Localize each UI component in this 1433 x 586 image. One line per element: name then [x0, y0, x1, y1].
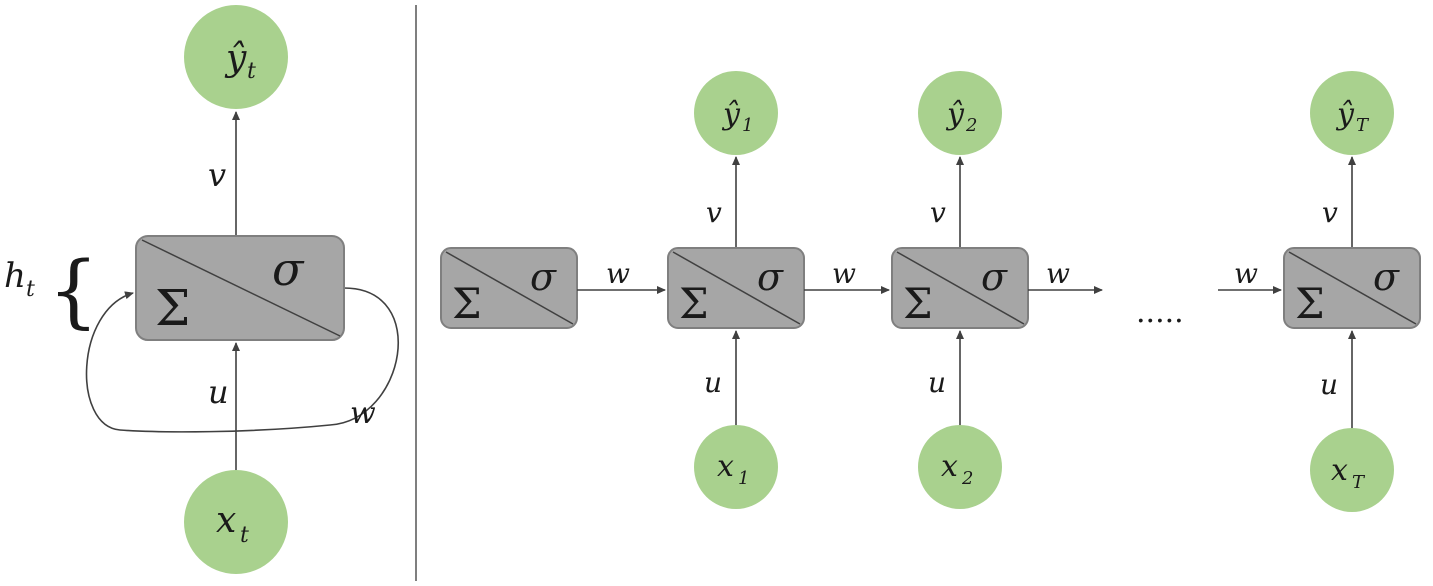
- folded-input-node: [184, 470, 288, 574]
- step1-output-label: ŷ: [721, 97, 741, 132]
- folded-hidden-subscript: t: [26, 277, 35, 302]
- folded-rnn: ŷ t v h t { w Σ σ u x t: [4, 5, 400, 574]
- w-label-2: w: [1046, 257, 1070, 290]
- step1-input-node: [694, 425, 778, 509]
- folded-u-label: u: [208, 373, 229, 411]
- folded-v-label: v: [208, 156, 226, 194]
- step2-activation-symbol: σ: [981, 255, 1008, 299]
- folded-hidden-label: h: [4, 256, 26, 296]
- folded-input-label: x: [216, 500, 236, 541]
- time-step-2: ŷ 2 v Σ σ u x 2 w: [891, 71, 1103, 509]
- time-step-1: ŷ 1 v Σ σ u x 1 w: [667, 71, 890, 509]
- folded-w-label: w: [350, 396, 376, 431]
- stepT-input-node: [1310, 428, 1394, 512]
- initial-activation-symbol: σ: [530, 255, 557, 299]
- stepT-activation-symbol: σ: [1373, 255, 1400, 299]
- stepT-input-label: x: [1331, 453, 1348, 488]
- step2-input-node: [918, 425, 1002, 509]
- stepT-u-label: u: [1320, 368, 1338, 401]
- unfolded-rnn: Σ σ w ŷ 1 v Σ σ u x 1 w ŷ 2: [440, 71, 1421, 512]
- w-label-0: w: [606, 257, 630, 290]
- step1-output-node: [694, 71, 778, 155]
- step2-v-label: v: [930, 196, 946, 229]
- initial-sum-symbol: Σ: [452, 279, 482, 328]
- step2-output-label: ŷ: [945, 97, 965, 132]
- step1-input-subscript: 1: [738, 468, 749, 489]
- hidden-brace: {: [48, 244, 99, 337]
- step1-output-subscript: 1: [742, 115, 753, 136]
- folded-input-subscript: t: [240, 523, 249, 548]
- stepT-input-subscript: T: [1352, 472, 1366, 493]
- time-step-T: ŷ T v Σ σ u x T: [1283, 71, 1421, 512]
- folded-sum-symbol: Σ: [155, 279, 190, 337]
- step1-v-label: v: [706, 196, 722, 229]
- stepT-output-node: [1310, 71, 1394, 155]
- folded-recurrent-loop: [85, 287, 400, 433]
- w-label-1: w: [832, 257, 856, 290]
- folded-output-node: [184, 5, 288, 109]
- step1-sum-symbol: Σ: [679, 279, 709, 328]
- step1-u-label: u: [704, 366, 722, 399]
- ellipsis: .....: [1136, 295, 1184, 330]
- folded-output-label: ŷ: [224, 38, 247, 79]
- step1-activation-symbol: σ: [757, 255, 784, 299]
- w-label-3: w: [1234, 257, 1258, 290]
- folded-cell-divider: [141, 239, 341, 337]
- step2-u-label: u: [928, 366, 946, 399]
- step2-sum-symbol: Σ: [903, 279, 933, 328]
- folded-activation-symbol: σ: [272, 242, 305, 296]
- step2-input-label: x: [941, 449, 958, 484]
- step2-output-subscript: 2: [965, 115, 977, 136]
- step1-input-label: x: [717, 449, 734, 484]
- step2-output-node: [918, 71, 1002, 155]
- step2-input-subscript: 2: [961, 468, 973, 489]
- stepT-sum-symbol: Σ: [1295, 279, 1325, 328]
- stepT-output-subscript: T: [1356, 115, 1370, 136]
- folded-output-subscript: t: [247, 59, 256, 84]
- stepT-v-label: v: [1322, 196, 1338, 229]
- stepT-output-label: ŷ: [1335, 97, 1355, 132]
